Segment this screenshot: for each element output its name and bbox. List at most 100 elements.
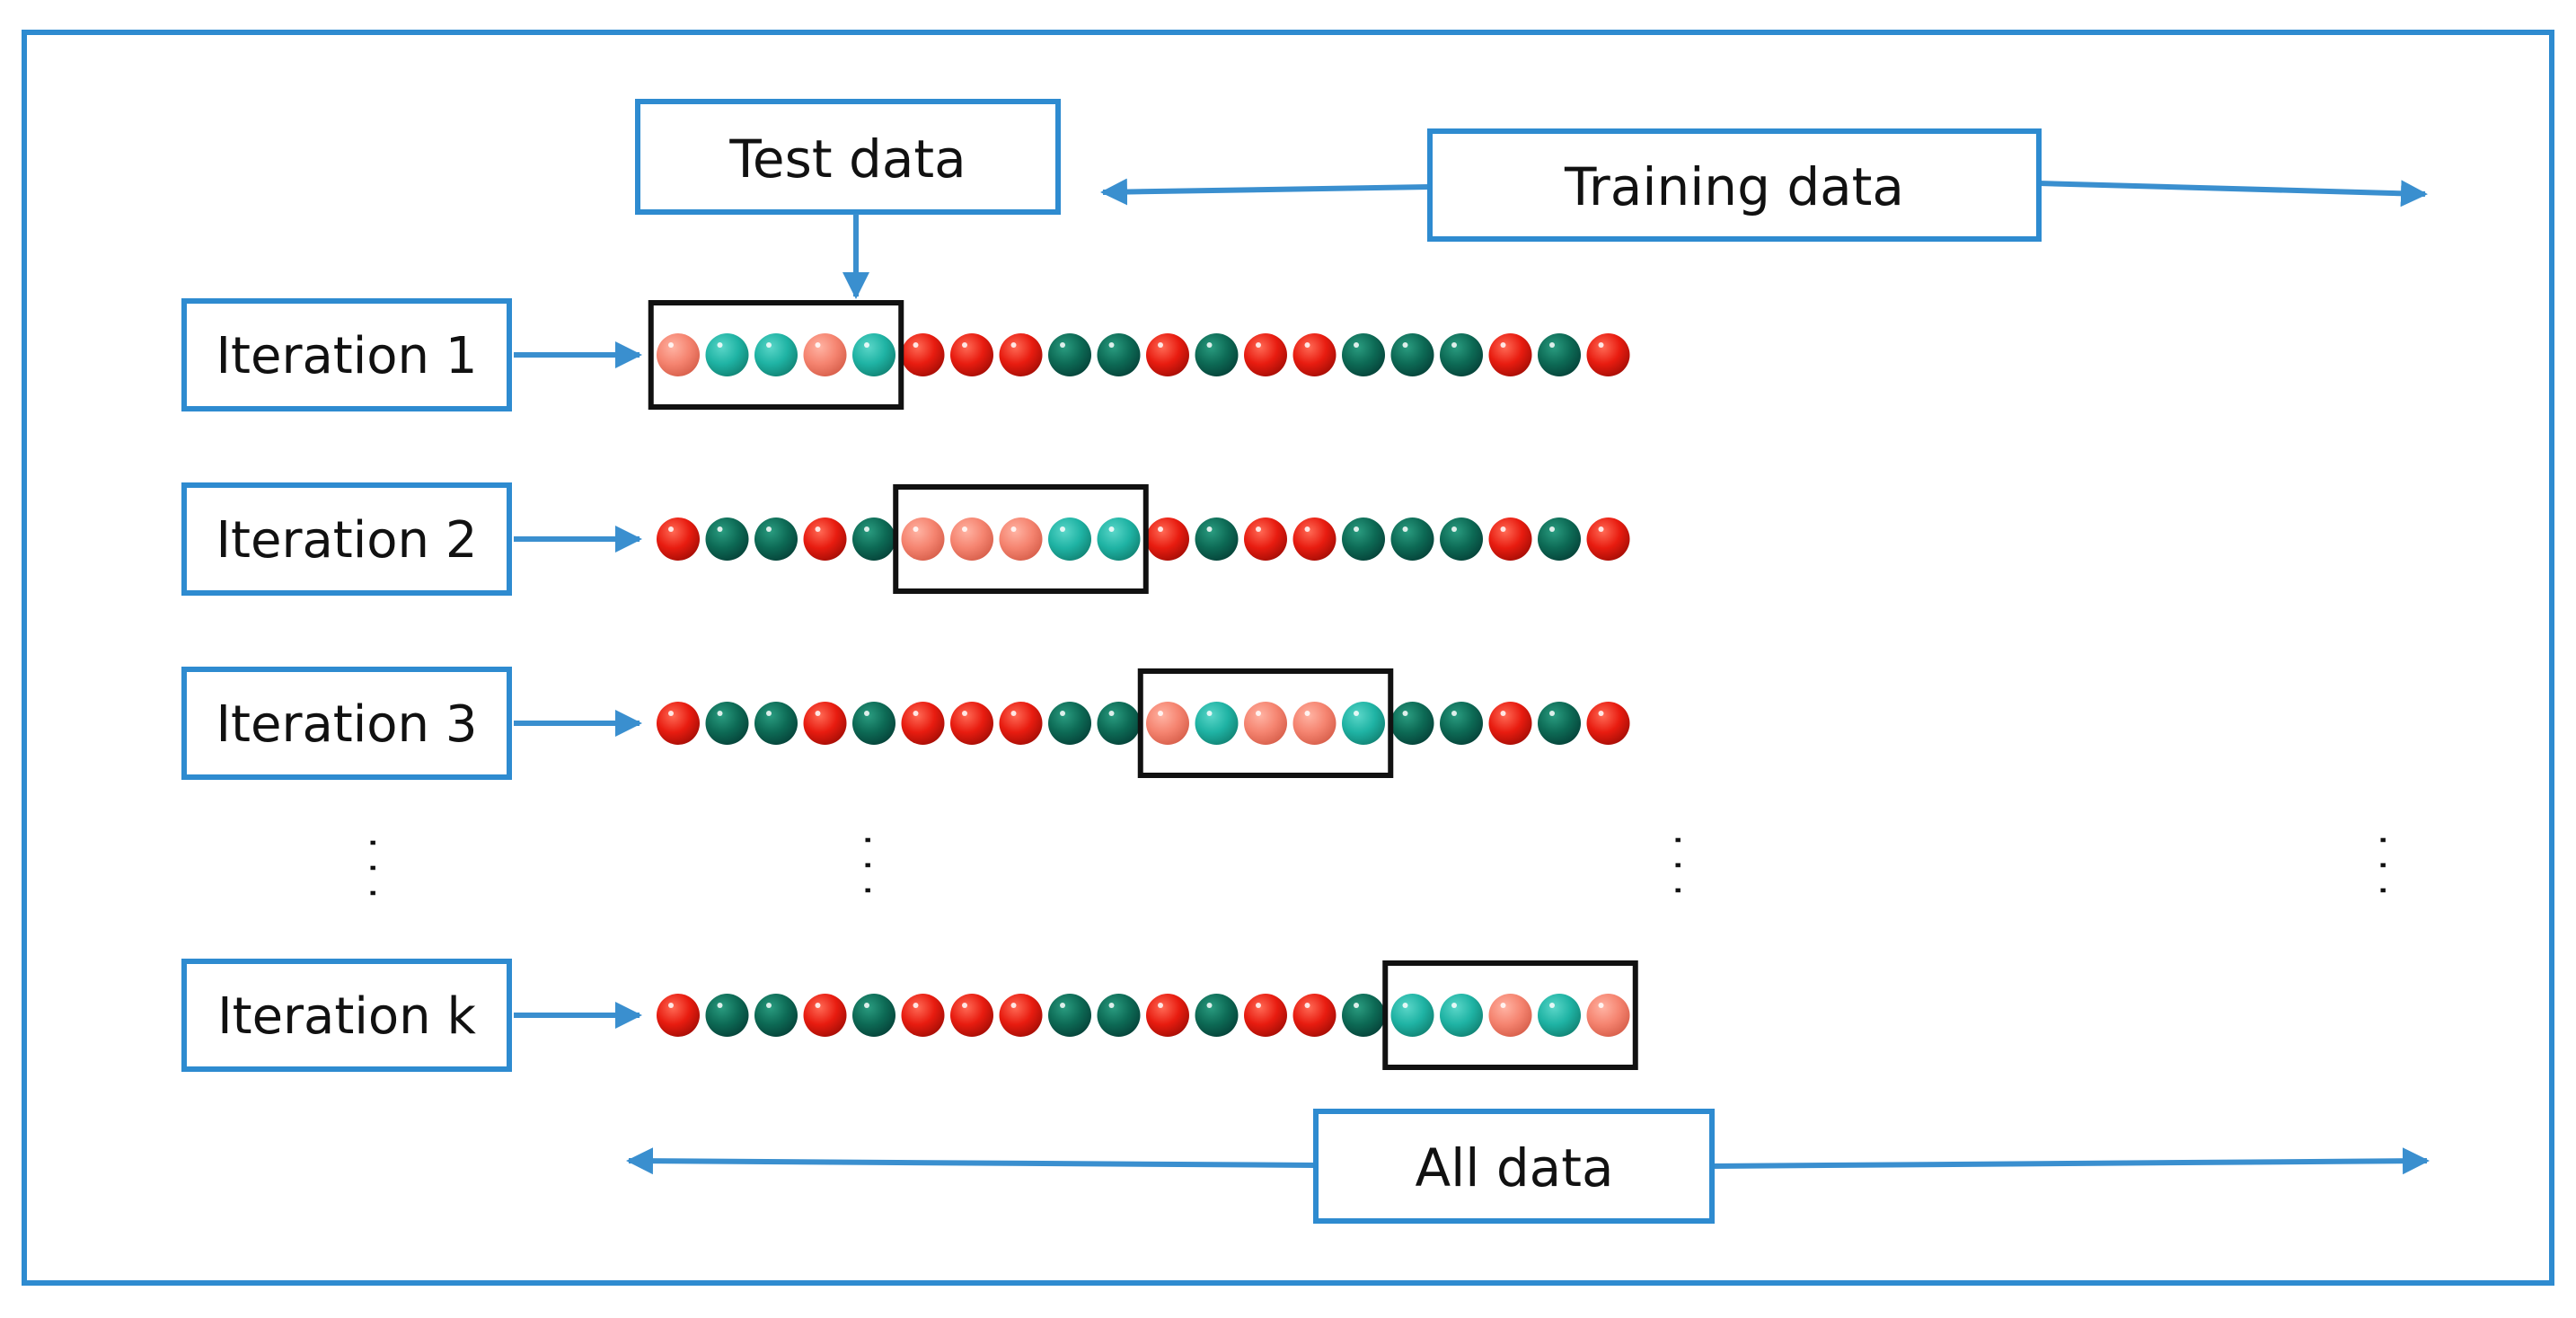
test-sample-red [1244, 702, 1287, 745]
iteration-label: Iteration k [217, 987, 476, 1046]
training-sample-red [657, 517, 700, 561]
test-fold-box [1137, 668, 1394, 778]
training-sample-teal [1097, 333, 1141, 376]
test-sample-teal [1440, 994, 1483, 1037]
sample-highlight [1549, 342, 1555, 348]
ellipsis-test-start: · · · [844, 834, 890, 897]
training-sample-teal [1342, 333, 1385, 376]
training-sample-teal [1538, 702, 1581, 745]
sample-highlight [1304, 711, 1310, 716]
test-sample-teal [1390, 994, 1434, 1037]
sample-highlight [1549, 526, 1555, 532]
sample-highlight [815, 711, 821, 716]
sample-highlight [1108, 711, 1115, 716]
sample-highlight [1206, 1003, 1213, 1008]
training-sample-red [1244, 333, 1287, 376]
sample-highlight [1256, 1003, 1261, 1008]
training-sample-teal [1440, 333, 1483, 376]
training-sample-red [1292, 333, 1337, 376]
training-data-right-arrow [2038, 180, 2428, 208]
training-sample-red [1488, 517, 1532, 561]
sample-highlight [1010, 342, 1017, 348]
sample-highlight [668, 526, 674, 532]
sample-highlight [1402, 342, 1408, 348]
training-data-label-box [1427, 128, 2042, 242]
training-sample-teal [1342, 994, 1385, 1037]
training-sample-teal [1390, 517, 1434, 561]
sample-highlight [1060, 342, 1065, 348]
training-sample-red [950, 702, 993, 745]
iteration-row: Iteration 2 [181, 482, 1630, 596]
sample-highlight [1354, 711, 1359, 716]
sample-highlight [1451, 711, 1457, 716]
training-sample-red [1586, 517, 1630, 561]
sample-highlight [1206, 711, 1213, 716]
sample-highlight [1158, 526, 1163, 532]
training-sample-teal [1097, 702, 1141, 745]
training-sample-teal [1195, 517, 1239, 561]
test-fold-box [1382, 960, 1638, 1070]
sample-highlight [1354, 526, 1359, 532]
training-sample-teal [754, 517, 798, 561]
training-sample-red [1244, 517, 1287, 561]
training-sample-teal [754, 702, 798, 745]
training-sample-red [1292, 994, 1337, 1037]
sample-highlight [766, 711, 772, 716]
test-sample-red [1586, 994, 1630, 1037]
test-data-label-box [635, 99, 1061, 215]
training-sample-red [657, 702, 700, 745]
training-sample-teal [1048, 994, 1091, 1037]
test-sample-teal [1048, 517, 1091, 561]
sample-highlight [864, 1003, 869, 1008]
ellipsis-middle: · · · [1654, 834, 1700, 897]
training-sample-teal [1195, 333, 1239, 376]
sample-highlight [1598, 526, 1604, 532]
test-sample-teal [852, 333, 895, 376]
iteration-label-box [181, 959, 512, 1072]
test-fold-box [648, 300, 904, 410]
sample-highlight [1304, 342, 1310, 348]
test-fold-box [893, 484, 1149, 594]
outer-frame [22, 30, 2554, 1286]
test-sample-red [657, 333, 700, 376]
sample-highlight [1060, 711, 1065, 716]
training-data-label: Training data [1564, 156, 1904, 217]
sample-highlight [668, 1003, 674, 1008]
sample-highlight [717, 342, 723, 348]
sample-highlight [1500, 1003, 1506, 1008]
sample-highlight [1402, 526, 1408, 532]
sample-highlight [864, 342, 869, 348]
sample-highlight [1598, 1003, 1604, 1008]
sample-highlight [1354, 1003, 1359, 1008]
training-sample-red [999, 994, 1043, 1037]
test-sample-teal [705, 333, 749, 376]
iteration-label: Iteration 3 [216, 695, 478, 754]
training-sample-red [901, 994, 945, 1037]
training-sample-teal [1195, 994, 1239, 1037]
training-sample-teal [1538, 333, 1581, 376]
training-sample-red [657, 994, 700, 1037]
sample-highlight [962, 526, 967, 532]
test-sample-teal [754, 333, 798, 376]
training-sample-red [901, 702, 945, 745]
sample-highlight [766, 1003, 772, 1008]
sample-highlight [1500, 342, 1506, 348]
sample-highlight [766, 342, 772, 348]
sample-highlight [1549, 711, 1555, 716]
test-sample-teal [1097, 517, 1141, 561]
training-sample-teal [1097, 994, 1141, 1037]
test-data-label: Test data [728, 128, 966, 190]
training-sample-red [1146, 333, 1189, 376]
training-sample-teal [1440, 702, 1483, 745]
sample-highlight [1206, 526, 1213, 532]
sample-highlight [1010, 1003, 1017, 1008]
sample-highlight [913, 526, 919, 532]
test-sample-red [1146, 702, 1189, 745]
sample-highlight [962, 342, 967, 348]
training-sample-red [803, 517, 847, 561]
sample-highlight [1304, 526, 1310, 532]
sample-highlight [1108, 1003, 1115, 1008]
training-sample-teal [705, 702, 749, 745]
sample-highlight [962, 711, 967, 716]
